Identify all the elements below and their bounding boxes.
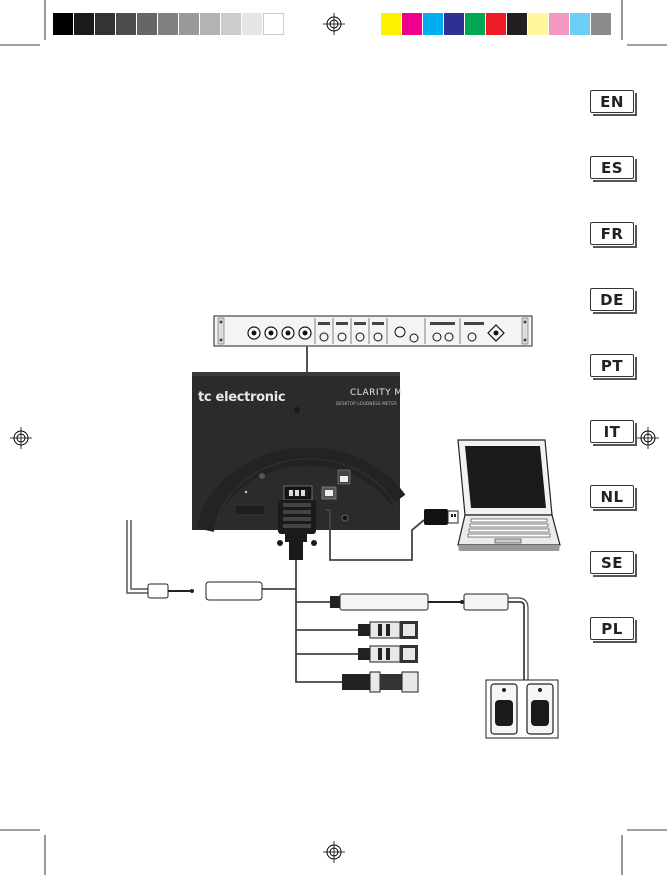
gray-swatch: [53, 13, 74, 35]
registration-mark-icon: [323, 13, 345, 35]
gray-swatch: [242, 13, 263, 35]
gray-swatch: [158, 13, 179, 35]
rack-interface: [213, 315, 533, 347]
gray-swatch: [200, 13, 221, 35]
breakout-cable: [262, 500, 425, 683]
jack-cable: [330, 593, 529, 680]
gray-swatch: [95, 13, 116, 35]
gray-swatch: [263, 13, 284, 35]
color-swatch: [423, 13, 444, 35]
color-swatch: [444, 13, 465, 35]
color-swatch: [402, 13, 423, 35]
product-name: CLARITY M: [350, 388, 403, 398]
product-subtitle: DESKTOP LOUDNESS METER: [336, 401, 397, 406]
brand-logo: tc electronic: [198, 390, 286, 405]
color-swatch: [381, 13, 402, 35]
color-swatch: [549, 13, 570, 35]
registration-mark-icon: [323, 841, 345, 863]
color-bar: [381, 13, 612, 35]
gray-swatch: [116, 13, 137, 35]
footswitch: [485, 679, 559, 739]
color-swatch: [528, 13, 549, 35]
registration-mark-icon: [637, 427, 659, 449]
gray-swatch: [221, 13, 242, 35]
usb-plug: [424, 509, 459, 525]
color-swatch: [507, 13, 528, 35]
color-swatch: [591, 13, 612, 35]
color-swatch: [465, 13, 486, 35]
gray-swatch: [179, 13, 200, 35]
gray-swatch: [137, 13, 158, 35]
laptop: [457, 439, 561, 551]
rca-connectors: [342, 621, 419, 693]
grayscale-bar: [53, 13, 284, 35]
color-swatch: [570, 13, 591, 35]
gray-swatch: [74, 13, 95, 35]
color-swatch: [486, 13, 507, 35]
registration-mark-icon: [10, 427, 32, 449]
mic-cable: [126, 520, 263, 601]
